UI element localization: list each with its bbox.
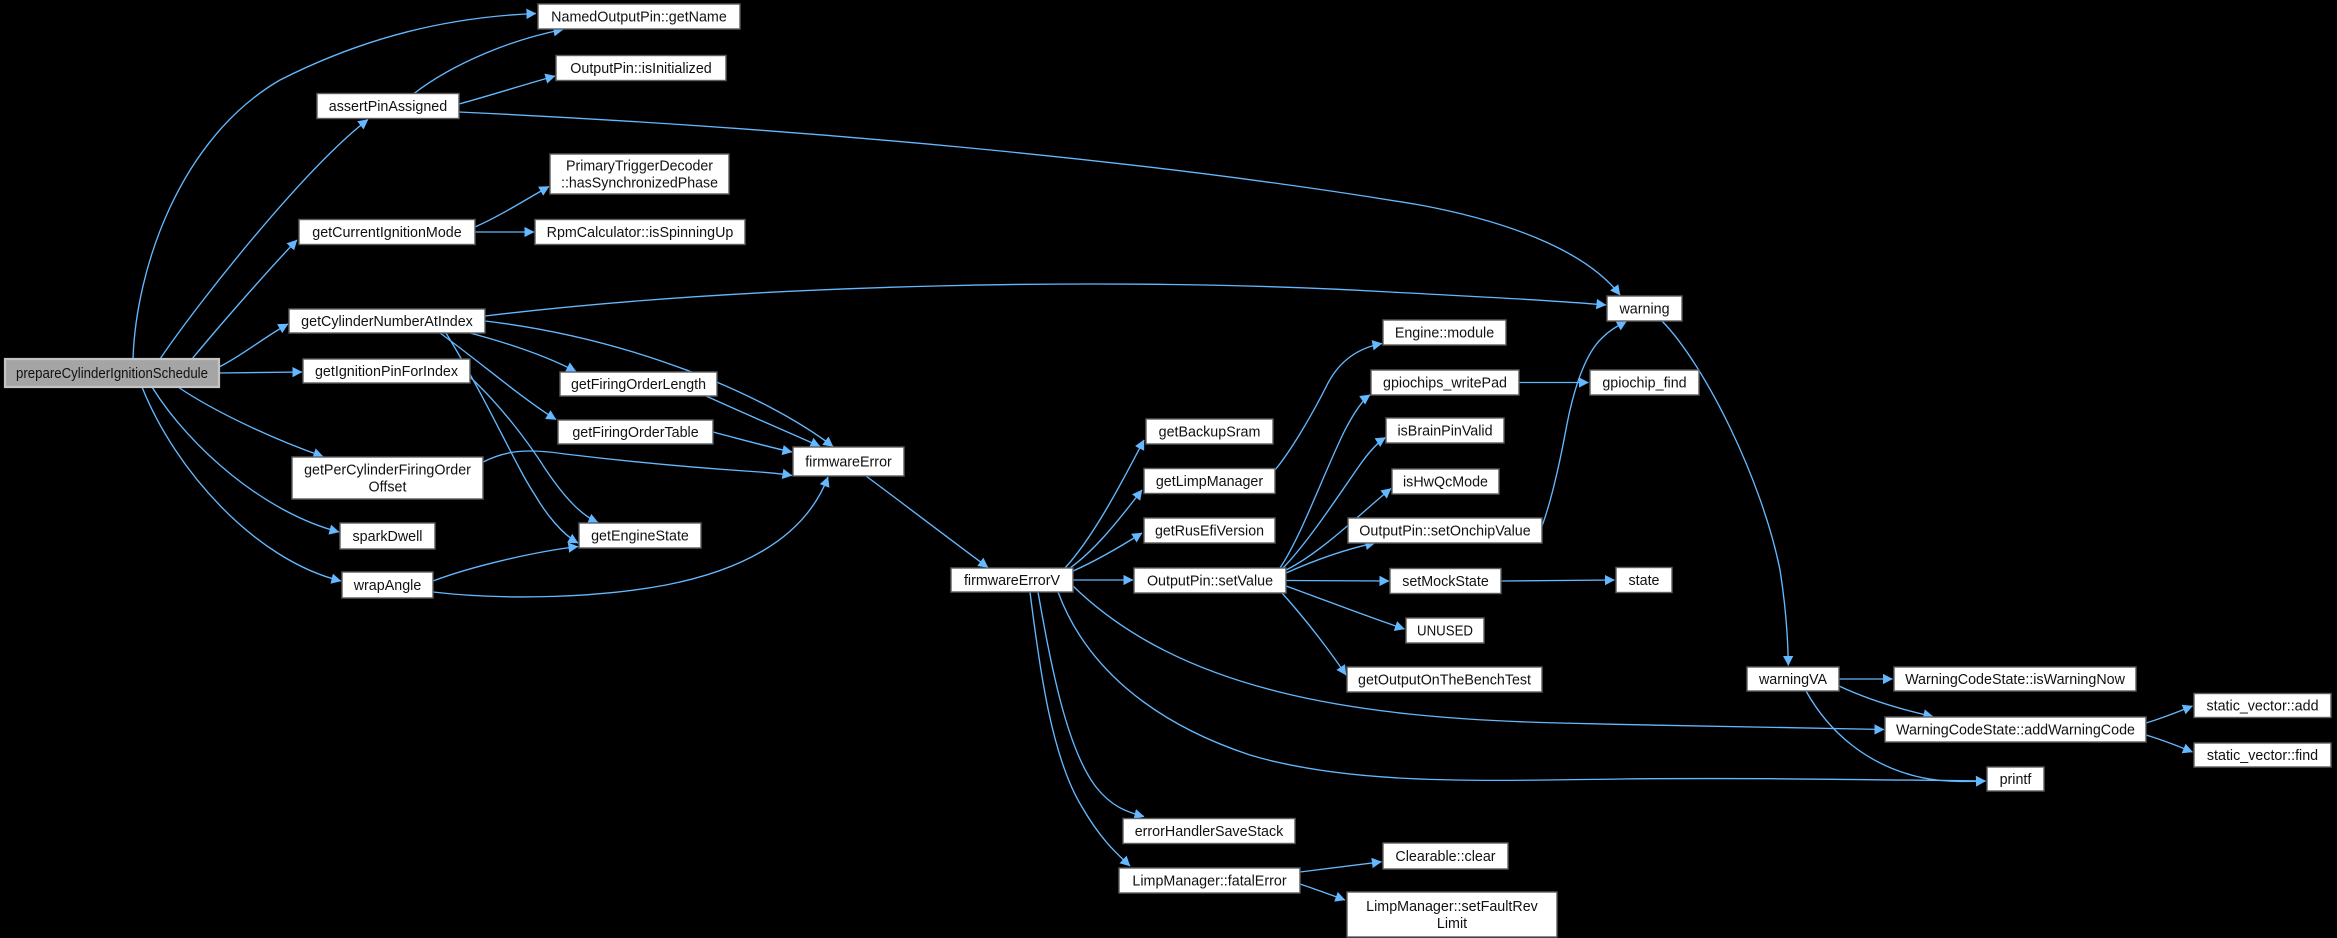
svg-text:getFiringOrderLength: getFiringOrderLength	[571, 377, 706, 393]
svg-text:gpiochip_find: gpiochip_find	[1602, 376, 1686, 392]
svg-text:getIgnitionPinForIndex: getIgnitionPinForIndex	[315, 364, 458, 380]
svg-text:sparkDwell: sparkDwell	[353, 529, 423, 545]
svg-text:getFiringOrderTable: getFiringOrderTable	[572, 425, 698, 441]
svg-text:state: state	[1629, 573, 1660, 589]
svg-text:OutputPin::setValue: OutputPin::setValue	[1147, 574, 1273, 590]
svg-text:gpiochips_writePad: gpiochips_writePad	[1383, 376, 1507, 392]
svg-text:static_vector::add: static_vector::add	[2206, 699, 2318, 715]
svg-text:getRusEfiVersion: getRusEfiVersion	[1155, 524, 1264, 540]
svg-text:Offset: Offset	[369, 479, 407, 495]
svg-text:getCylinderNumberAtIndex: getCylinderNumberAtIndex	[301, 314, 473, 330]
svg-text:static_vector::find: static_vector::find	[2207, 748, 2318, 764]
svg-text:getPerCylinderFiringOrder: getPerCylinderFiringOrder	[304, 463, 471, 479]
svg-text:LimpManager::setFaultRev: LimpManager::setFaultRev	[1366, 899, 1538, 915]
svg-text:warningVA: warningVA	[1758, 672, 1828, 688]
svg-text:setMockState: setMockState	[1402, 574, 1489, 590]
svg-text:errorHandlerSaveStack: errorHandlerSaveStack	[1135, 824, 1284, 840]
svg-text:getBackupSram: getBackupSram	[1159, 425, 1261, 441]
svg-text:getOutputOnTheBenchTest: getOutputOnTheBenchTest	[1358, 673, 1531, 689]
svg-text:printf: printf	[2000, 772, 2032, 788]
svg-text:LimpManager::fatalError: LimpManager::fatalError	[1132, 874, 1286, 890]
svg-text:prepareCylinderIgnitionSchedul: prepareCylinderIgnitionSchedule	[16, 366, 208, 382]
svg-text:getCurrentIgnitionMode: getCurrentIgnitionMode	[312, 225, 461, 241]
svg-text:::hasSynchronizedPhase: ::hasSynchronizedPhase	[561, 175, 718, 191]
svg-text:NamedOutputPin::getName: NamedOutputPin::getName	[551, 10, 727, 26]
svg-text:firmwareError: firmwareError	[805, 455, 892, 471]
svg-text:isHwQcMode: isHwQcMode	[1403, 475, 1488, 491]
svg-text:RpmCalculator::isSpinningUp: RpmCalculator::isSpinningUp	[547, 225, 734, 241]
svg-text:firmwareErrorV: firmwareErrorV	[964, 573, 1061, 589]
svg-text:assertPinAssigned: assertPinAssigned	[329, 99, 447, 115]
svg-text:isBrainPinValid: isBrainPinValid	[1397, 424, 1492, 440]
svg-text:wrapAngle: wrapAngle	[353, 578, 422, 594]
svg-text:Engine::module: Engine::module	[1395, 326, 1494, 342]
svg-text:Limit: Limit	[1437, 916, 1467, 932]
svg-text:UNUSED: UNUSED	[1417, 624, 1473, 640]
svg-text:OutputPin::isInitialized: OutputPin::isInitialized	[570, 61, 712, 77]
svg-text:WarningCodeState::isWarningNow: WarningCodeState::isWarningNow	[1905, 672, 2126, 688]
svg-text:Clearable::clear: Clearable::clear	[1395, 849, 1495, 865]
svg-text:getLimpManager: getLimpManager	[1156, 474, 1264, 490]
svg-text:warning: warning	[1618, 302, 1669, 318]
svg-text:getEngineState: getEngineState	[591, 529, 689, 545]
svg-text:WarningCodeState::addWarningCo: WarningCodeState::addWarningCode	[1896, 723, 2135, 739]
svg-text:OutputPin::setOnchipValue: OutputPin::setOnchipValue	[1359, 524, 1530, 540]
svg-text:PrimaryTriggerDecoder: PrimaryTriggerDecoder	[566, 159, 713, 175]
